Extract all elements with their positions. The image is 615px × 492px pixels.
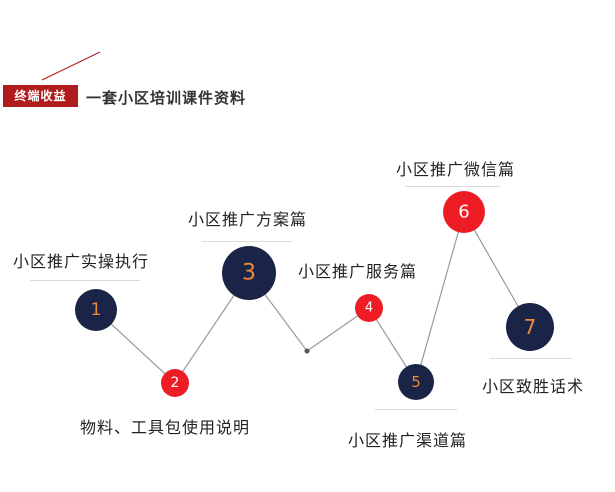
- step-node-2: 2: [161, 369, 189, 397]
- step-number-4: 4: [365, 301, 373, 316]
- step-number-1: 1: [91, 300, 102, 320]
- step-number-2: 2: [171, 375, 180, 391]
- step-3-label: 小区推广方案篇: [188, 210, 308, 229]
- step-5-underline: [375, 409, 457, 410]
- header-badge: 终端收益: [3, 85, 78, 107]
- step-circle-5: [398, 364, 434, 400]
- header-accent-line: [41, 51, 101, 81]
- step-circle-3: [222, 246, 276, 300]
- step-circle-2: [161, 369, 189, 397]
- step-5-label: 小区推广渠道篇: [348, 431, 468, 450]
- step-1-label: 小区推广实操执行: [13, 252, 150, 271]
- step-node-3: 3: [222, 246, 276, 300]
- step-nodes: 1 2 3 4 5 6 7: [75, 191, 554, 400]
- step-7-label: 小区致胜话术: [482, 377, 585, 396]
- step-node-6: 6: [443, 191, 485, 233]
- step-6-underline: [405, 186, 500, 187]
- step-7-underline: [490, 358, 572, 359]
- step-1-underline: [30, 280, 140, 281]
- step-circle-7: [506, 303, 554, 351]
- step-number-7: 7: [524, 315, 537, 339]
- header-subtitle: 一套小区培训课件资料: [86, 89, 247, 107]
- step-number-6: 6: [458, 202, 469, 223]
- step-2-label: 物料、工具包使用说明: [80, 418, 251, 437]
- step-node-1: 1: [75, 289, 117, 331]
- step-number-3: 3: [242, 261, 256, 286]
- step-number-5: 5: [411, 373, 421, 391]
- step-node-5: 5: [398, 364, 434, 400]
- step-node-4: 4: [355, 294, 383, 322]
- step-circle-6: [443, 191, 485, 233]
- step-circle-4: [355, 294, 383, 322]
- step-6-label: 小区推广微信篇: [396, 160, 516, 179]
- step-node-7: 7: [506, 303, 554, 351]
- step-4-label: 小区推广服务篇: [298, 262, 418, 281]
- connector-lines: [95, 211, 531, 384]
- connector-line: [415, 211, 465, 383]
- step-circle-1: [75, 289, 117, 331]
- junction-dot: [304, 348, 310, 354]
- step-3-underline: [202, 241, 292, 242]
